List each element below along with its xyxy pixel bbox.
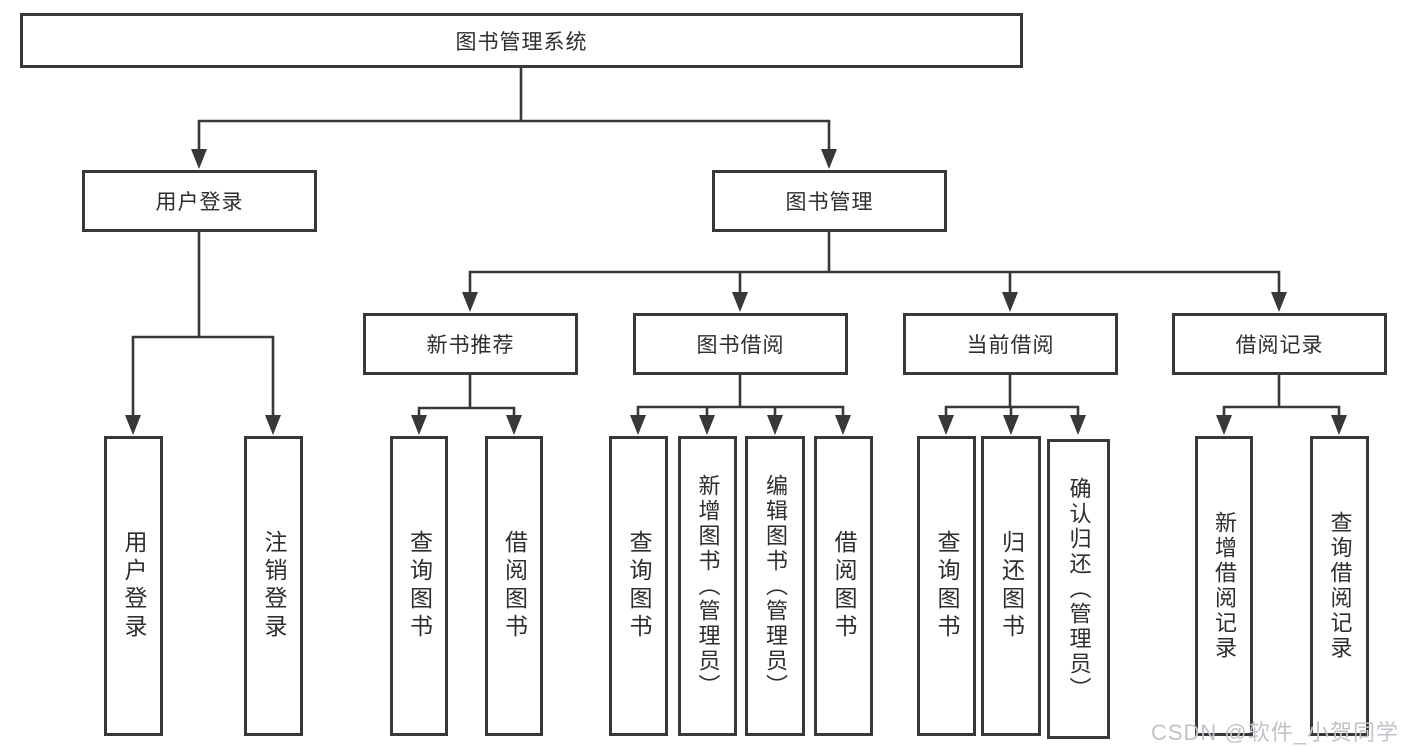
node-user-login-branch: 用户登录	[82, 170, 317, 232]
leaf-borrow-borrow-books: 借阅图书	[814, 436, 873, 736]
leaf-recommend-query-books: 查询图书	[390, 436, 448, 736]
leaf-user-login: 用户登录	[104, 436, 163, 736]
leaf-current-confirm-return-admin: 确认归还（管理员）	[1047, 439, 1110, 739]
node-new-book-recommend: 新书推荐	[363, 313, 578, 375]
node-current-borrow: 当前借阅	[903, 313, 1118, 375]
leaf-records-add-record: 新增借阅记录	[1195, 436, 1253, 736]
csdn-watermark: CSDN @软件_小贺同学	[1150, 720, 1399, 745]
leaf-borrow-edit-books-admin: 编辑图书（管理员）	[745, 436, 805, 736]
leaf-borrow-add-books-admin: 新增图书（管理员）	[678, 436, 737, 736]
node-library-system: 图书管理系统	[20, 13, 1023, 68]
leaf-current-return-books: 归还图书	[981, 436, 1041, 736]
leaf-logout: 注销登录	[244, 436, 303, 736]
leaf-borrow-query-books: 查询图书	[609, 436, 668, 736]
node-book-management: 图书管理	[712, 170, 947, 232]
node-borrow-records: 借阅记录	[1172, 313, 1387, 375]
leaf-records-query-record: 查询借阅记录	[1310, 436, 1369, 736]
leaf-recommend-borrow-books: 借阅图书	[485, 436, 543, 736]
leaf-current-query-books: 查询图书	[917, 436, 976, 736]
node-book-borrow: 图书借阅	[633, 313, 848, 375]
